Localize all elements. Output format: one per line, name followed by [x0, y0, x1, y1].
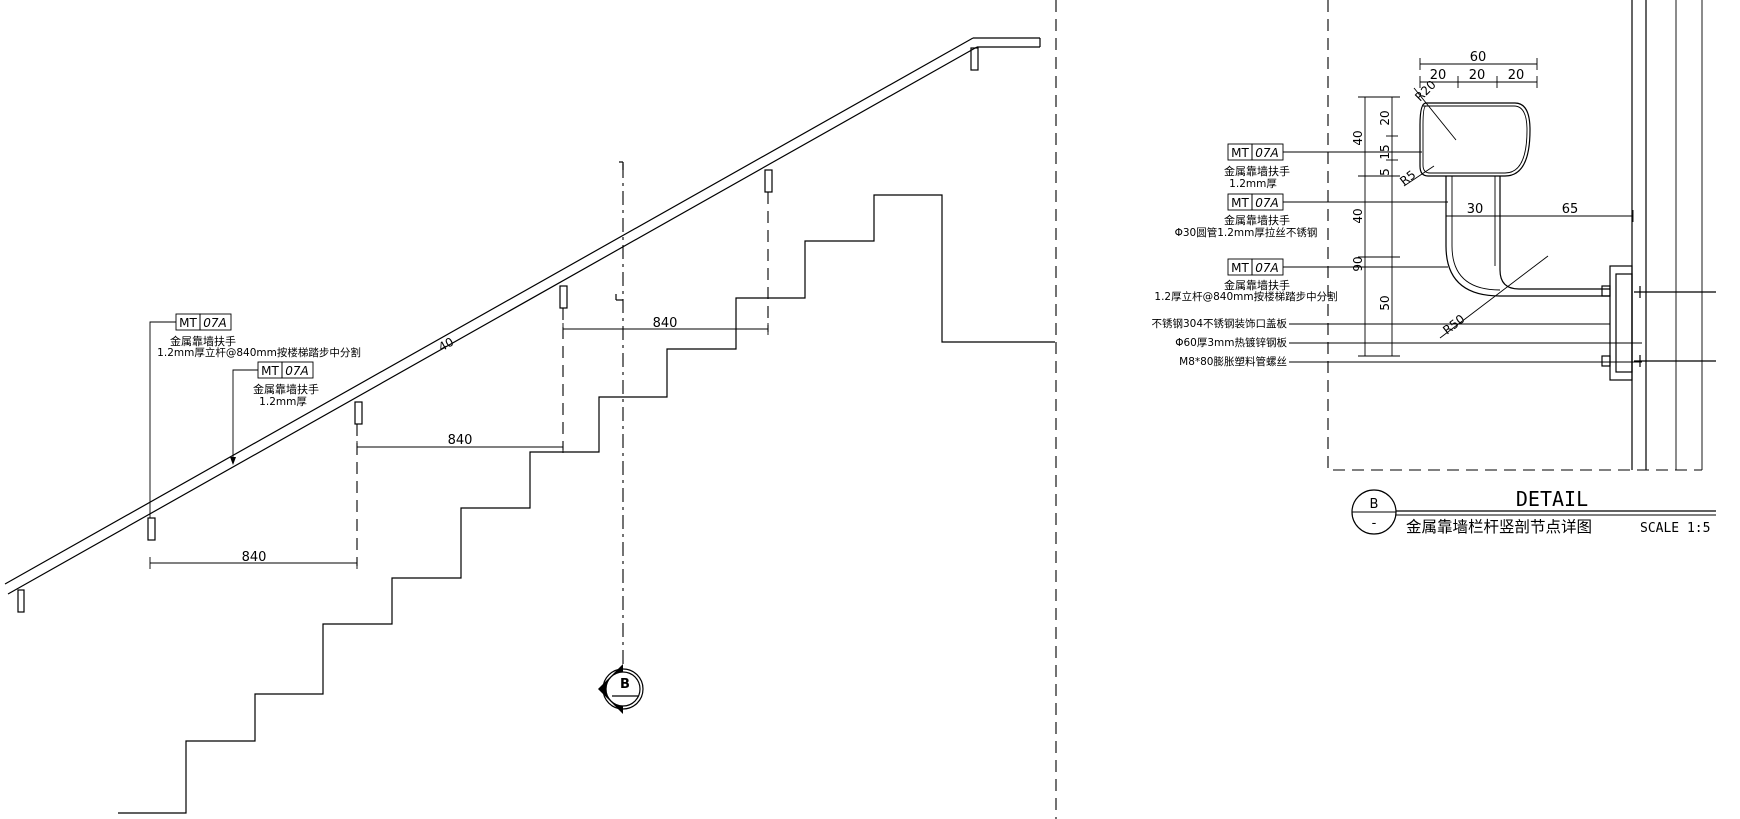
dim-label: 840: [653, 316, 678, 331]
callout-line2: 1.2mm厚立杆@840mm按楼梯踏步中分割: [157, 346, 361, 359]
svg-text:Φ60厚3mm热镀锌钢板: Φ60厚3mm热镀锌钢板: [1175, 336, 1287, 349]
rail-dim-label: 40: [436, 335, 456, 355]
svg-text:5: 5: [1378, 168, 1392, 176]
callout-line1: 金属靠墙扶手: [170, 334, 236, 348]
svg-text:金属靠墙扶手: 金属靠墙扶手: [1224, 213, 1290, 227]
detail-section: 60 20 20 20 R20 R5 R50 30 65: [1151, 0, 1716, 536]
svg-text:20: 20: [1430, 68, 1447, 83]
svg-text:90: 90: [1351, 256, 1365, 271]
post: [354, 401, 363, 425]
section-cut-line: [615, 161, 624, 666]
title-text: 金属靠墙栏杆竖剖节点详图: [1406, 518, 1592, 536]
svg-text:65: 65: [1562, 202, 1579, 217]
title-heading: DETAIL: [1516, 487, 1588, 511]
dimension-840-b: 840: [356, 433, 564, 453]
callout-line2: 1.2mm厚: [259, 396, 307, 408]
svg-text:30: 30: [1467, 202, 1484, 217]
detail-callout-2: MT 07A 金属靠墙扶手 Φ30圆管1.2mm厚拉丝不锈钢: [1175, 193, 1448, 239]
post: [559, 285, 568, 309]
svg-text:20: 20: [1508, 68, 1525, 83]
svg-text:1.2厚立杆@840mm按楼梯踏步中分割: 1.2厚立杆@840mm按楼梯踏步中分割: [1154, 290, 1337, 303]
svg-text:20: 20: [1469, 68, 1486, 83]
dimension-840-a: 840: [149, 550, 358, 569]
rail-profile: [1419, 102, 1531, 177]
svg-text:07A: 07A: [1255, 196, 1278, 210]
post: [17, 589, 25, 613]
dim-label: 840: [242, 550, 267, 565]
dim-label: 840: [448, 433, 473, 448]
dimension-840-c: 840: [562, 316, 769, 335]
svg-text:07A: 07A: [1255, 261, 1278, 275]
svg-text:MT: MT: [1231, 261, 1249, 275]
svg-text:07A: 07A: [1255, 146, 1278, 160]
tag-code: 07A: [285, 364, 308, 378]
dim-top: 60 20 20 20: [1419, 50, 1538, 88]
detail-notes: 不锈钢304不锈钢装饰口盖板 Φ60厚3mm热镀锌钢板 M8*80膨胀塑料管螺丝: [1151, 317, 1642, 368]
svg-text:不锈钢304不锈钢装饰口盖板: 不锈钢304不锈钢装饰口盖板: [1151, 317, 1287, 330]
svg-text:50: 50: [1378, 295, 1392, 310]
svg-text:Φ30圆管1.2mm厚拉丝不锈钢: Φ30圆管1.2mm厚拉丝不锈钢: [1175, 226, 1318, 239]
callout-line1: 金属靠墙扶手: [253, 382, 319, 396]
tag-mt: MT: [179, 316, 197, 330]
svg-text:金属靠墙扶手: 金属靠墙扶手: [1224, 278, 1290, 292]
tag-code: 07A: [203, 316, 226, 330]
callout-handrail-post: MT 07A 金属靠墙扶手 1.2mm厚立杆@840mm按楼梯踏步中分割: [149, 313, 361, 518]
section-marker: B: [598, 664, 644, 714]
detail-callout-3: MT 07A 金属靠墙扶手 1.2厚立杆@840mm按楼梯踏步中分割: [1154, 258, 1448, 303]
title-scale: SCALE 1:5: [1640, 521, 1710, 536]
svg-text:40: 40: [1351, 208, 1365, 223]
handrail-bottom: [7, 46, 978, 595]
dim-vertical: 40 40 90 20 15 5 50: [1351, 96, 1400, 357]
handrail-posts: [17, 47, 979, 613]
svg-text:MT: MT: [1231, 146, 1249, 160]
svg-text:60: 60: [1470, 50, 1487, 65]
svg-text:1.2mm厚: 1.2mm厚: [1229, 178, 1277, 190]
tag-mt: MT: [261, 364, 279, 378]
stair-elevation: 840 840 840 40 B: [4, 37, 1055, 814]
title-circle-bottom: -: [1372, 516, 1377, 531]
dim-horizontal: 30 65: [1445, 202, 1634, 222]
svg-text:R5: R5: [1397, 167, 1418, 188]
section-marker-letter: B: [620, 677, 630, 692]
title-block: B - DETAIL 金属靠墙栏杆竖剖节点详图 SCALE 1:5: [1351, 487, 1716, 536]
post: [764, 169, 773, 193]
handrail-top: [4, 37, 974, 585]
svg-text:40: 40: [1351, 130, 1365, 145]
svg-text:M8*80膨胀塑料管螺丝: M8*80膨胀塑料管螺丝: [1179, 355, 1287, 368]
stair-profile: [118, 194, 1055, 814]
svg-text:金属靠墙扶手: 金属靠墙扶手: [1224, 164, 1290, 178]
svg-text:20: 20: [1378, 110, 1392, 125]
post: [147, 517, 156, 541]
title-circle-top: B: [1370, 497, 1379, 512]
svg-text:R50: R50: [1440, 312, 1467, 338]
detail-callout-1: MT 07A 金属靠墙扶手 1.2mm厚: [1224, 143, 1422, 190]
post: [970, 47, 979, 71]
svg-text:MT: MT: [1231, 196, 1249, 210]
callout-handrail: MT 07A 金属靠墙扶手 1.2mm厚: [230, 361, 319, 465]
